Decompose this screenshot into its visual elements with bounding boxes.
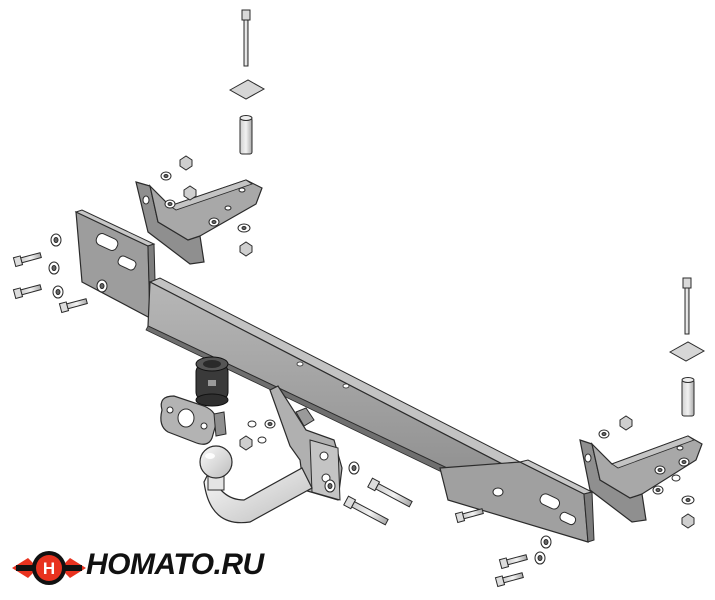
right-bracket-nuts-washers — [598, 415, 695, 529]
left-mounting-bolts — [12, 233, 108, 314]
right-mounting-bolts — [454, 508, 552, 588]
socket-fasteners — [239, 419, 276, 451]
top-right-spacer-tube — [681, 377, 695, 417]
right-bracket — [579, 435, 703, 523]
tow-ball — [199, 445, 313, 524]
top-left-spacer-tube — [239, 115, 253, 155]
brand-emblem-letter: H — [43, 559, 55, 578]
brand-name: HOMATO.RU — [86, 548, 264, 581]
tow-ball-bracket — [269, 385, 343, 501]
socket-plate — [160, 395, 227, 445]
ball-mounting-bolts — [324, 461, 413, 526]
top-left-vertical-bolt — [241, 9, 251, 67]
brand-logo: H — [12, 551, 86, 585]
right-flange-plate — [439, 459, 595, 543]
left-bracket-nuts-washers — [160, 155, 253, 257]
top-right-square-washer — [668, 341, 706, 362]
left-bracket — [135, 179, 263, 265]
top-left-square-washer — [228, 79, 266, 100]
left-flange-plate — [74, 209, 157, 320]
top-right-vertical-bolt — [682, 277, 692, 335]
crossbar — [145, 277, 522, 501]
brand-emblem-icon: H — [12, 551, 86, 585]
electrical-socket — [195, 356, 229, 407]
